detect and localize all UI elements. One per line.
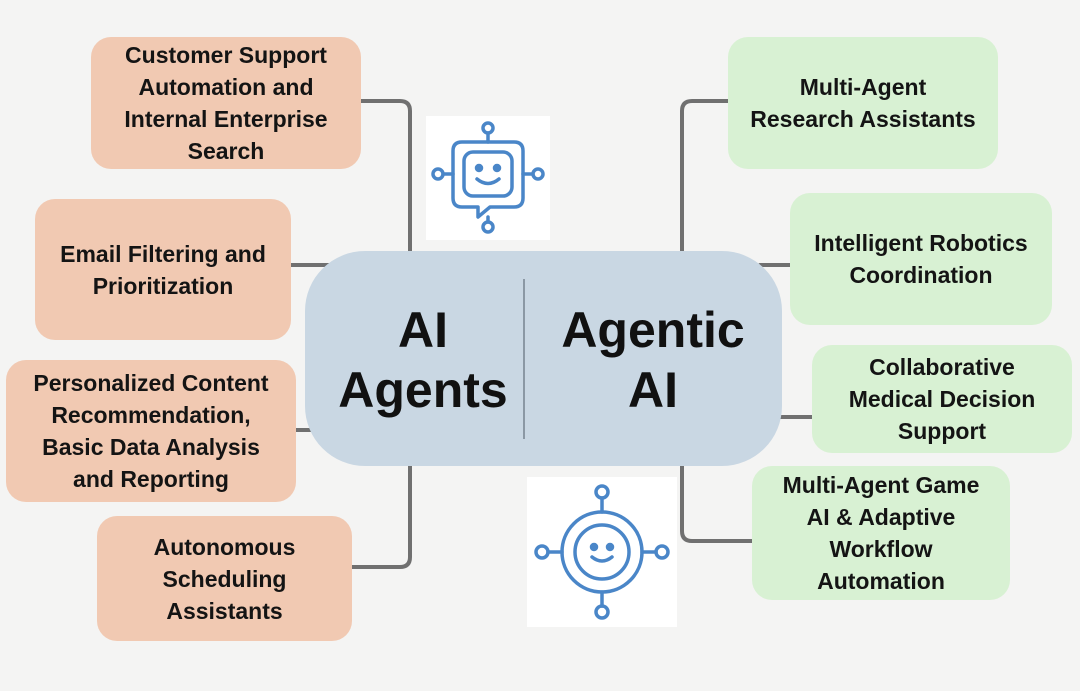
- connector-multi-agent-research: [680, 99, 730, 253]
- network-bot-icon: [527, 477, 677, 627]
- agentic-ai-app-robotics-coordination: Intelligent Robotics Coordination: [790, 193, 1052, 325]
- chat-bot-icon: [426, 116, 550, 240]
- ai-agents-app-personalized-content: Personalized Content Recommendation, Bas…: [6, 360, 296, 502]
- ai-agents-app-customer-support: Customer Support Automation and Internal…: [91, 37, 361, 169]
- connector-game-ai: [680, 464, 754, 543]
- agentic-ai-app-game-workflow: Multi-Agent Game AI & Adaptive Workflow …: [752, 466, 1010, 600]
- center-divider: [523, 279, 525, 439]
- connector-autonomous-scheduling: [350, 464, 412, 569]
- center-title-ai-agents: AI Agents: [338, 302, 508, 418]
- agentic-ai-app-medical-decision: Collaborative Medical Decision Support: [812, 345, 1072, 453]
- ai-agents-app-autonomous-scheduling: Autonomous Scheduling Assistants: [97, 516, 352, 641]
- center-title-agentic-ai: Agentic AI: [561, 302, 745, 418]
- agentic-ai-app-research-assistants: Multi-Agent Research Assistants: [728, 37, 998, 169]
- center-comparison-box: [305, 251, 782, 466]
- connector-customer-support: [359, 99, 412, 253]
- ai-agents-app-email-filtering: Email Filtering and Prioritization: [35, 199, 291, 340]
